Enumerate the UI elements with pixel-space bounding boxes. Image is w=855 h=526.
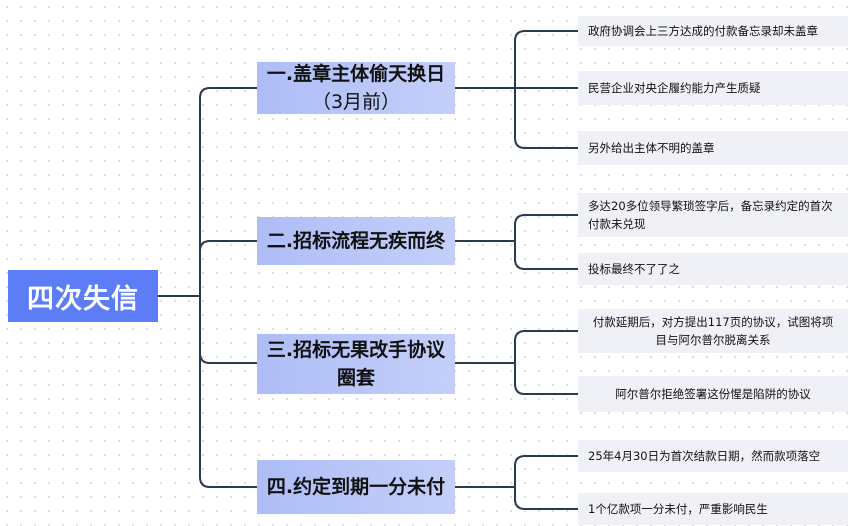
topic-1-title: 一.盖章主体偷天换日 (266, 63, 446, 85)
leaf-1-3-text: 另外给出主体不明的盖章 (588, 141, 715, 155)
leaf-4-2-text: 1个亿款项一分未付，严重影响民生 (588, 502, 768, 516)
leaf-node-1-1[interactable]: 政府协调会上三方达成的付款备忘录却未盖章 (578, 16, 848, 46)
connector-topic-3-leaf-2 (514, 362, 579, 395)
leaf-node-1-2[interactable]: 民营企业对央企履约能力产生质疑 (578, 71, 848, 105)
topic-1-subtitle: （3月前） (311, 91, 401, 113)
topic-3-title: 三.招标无果改手协议 (266, 339, 446, 361)
leaf-3-2-text: 阿尔普尔拒绝签署这份惺是陷阱的协议 (615, 387, 811, 401)
leaf-2-2-text: 投标最终不了了之 (588, 262, 680, 276)
topic-node-1[interactable]: 一.盖章主体偷天换日 （3月前） (257, 62, 455, 114)
topic-node-3[interactable]: 三.招标无果改手协议 圈套 (257, 334, 455, 394)
connector-topic-4-leaf-2 (514, 486, 579, 510)
connector-root-topic-4 (199, 295, 258, 488)
leaf-2-1-text: 多达20多位领导繁琐签字后，备忘录约定的首次付款未兑现 (588, 199, 833, 231)
leaf-1-1-text: 政府协调会上三方达成的付款备忘录却未盖章 (588, 24, 818, 38)
topic-node-4[interactable]: 四.约定到期一分未付 (257, 460, 455, 514)
connector-topic-3-leaf-1 (514, 330, 579, 364)
leaf-node-4-1[interactable]: 25年4月30日为首次结款日期，然而款项落空 (578, 440, 848, 472)
connector-topic-4-leaf-1 (514, 455, 579, 488)
topic-3-subtitle: 圈套 (336, 367, 375, 389)
topic-2-title: 二.招标流程无疾而终 (266, 230, 446, 252)
leaf-node-4-2[interactable]: 1个亿款项一分未付，严重影响民生 (578, 493, 848, 525)
topic-4-title: 四.约定到期一分未付 (266, 476, 446, 498)
connector-root-topic-2 (199, 240, 258, 297)
leaf-1-2-text: 民营企业对央企履约能力产生质疑 (588, 81, 761, 95)
leaf-node-2-2[interactable]: 投标最终不了了之 (578, 253, 848, 285)
root-node[interactable]: 四次失信 (8, 270, 158, 322)
root-label: 四次失信 (27, 283, 139, 315)
connector-topic-1-leaf-3 (514, 87, 579, 149)
leaf-3-1-text: 付款延期后，对方提出117页的协议，试图将项目与阿尔普尔脱离关系 (592, 315, 834, 347)
topic-node-2[interactable]: 二.招标流程无疾而终 (257, 217, 455, 265)
connector-topic-1-leaf-1 (514, 30, 579, 89)
leaf-node-3-1[interactable]: 付款延期后，对方提出117页的协议，试图将项目与阿尔普尔脱离关系 (578, 309, 848, 353)
connector-root-topic-1 (199, 87, 258, 297)
leaf-4-1-text: 25年4月30日为首次结款日期，然而款项落空 (588, 449, 821, 463)
leaf-node-2-1[interactable]: 多达20多位领导繁琐签字后，备忘录约定的首次付款未兑现 (578, 193, 848, 237)
leaf-node-1-3[interactable]: 另外给出主体不明的盖章 (578, 131, 848, 165)
connector-topic-2-leaf-2 (514, 240, 579, 270)
connector-root-topic-3 (199, 295, 258, 364)
connector-topic-2-leaf-1 (514, 214, 579, 242)
leaf-node-3-2[interactable]: 阿尔普尔拒绝签署这份惺是陷阱的协议 (578, 376, 848, 412)
